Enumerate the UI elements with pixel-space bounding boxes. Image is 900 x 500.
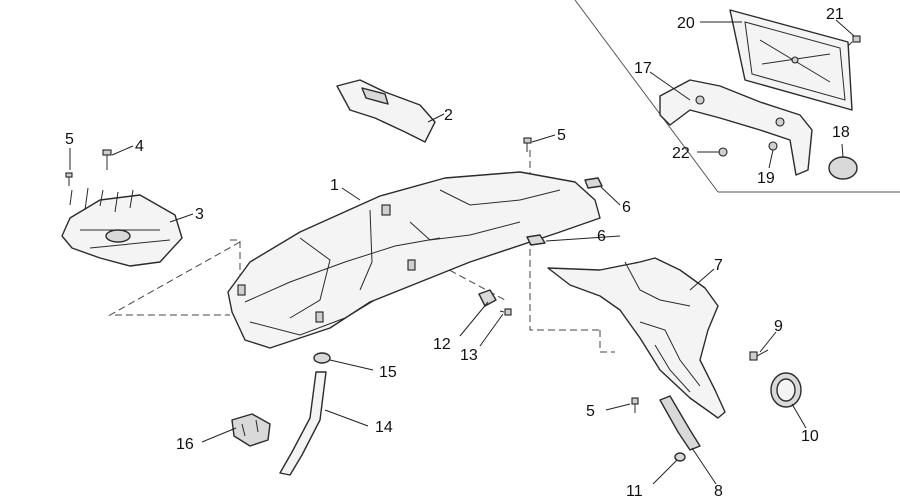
callout-21: 21 — [826, 6, 844, 23]
callout-13: 13 — [460, 347, 478, 364]
reflector-10 — [770, 372, 802, 408]
rear-cover-piece — [336, 79, 436, 143]
screw-21 — [847, 35, 861, 47]
callout-9: 9 — [774, 318, 783, 335]
cap-18 — [828, 156, 858, 180]
callout-1: 1 — [330, 177, 339, 194]
screw-5-center — [523, 137, 532, 152]
callout-6-upper: 6 — [622, 199, 631, 216]
rear-mudguard — [547, 257, 726, 419]
callout-18: 18 — [832, 124, 850, 141]
clip-6-upper — [584, 177, 603, 189]
leader-lines — [69, 19, 855, 485]
grommet-15 — [313, 352, 331, 364]
callout-10: 10 — [801, 428, 819, 445]
callout-3: 3 — [195, 206, 204, 223]
screw-13 — [499, 308, 512, 316]
plate-bracket-17 — [659, 79, 813, 176]
callout-16: 16 — [176, 436, 194, 453]
callout-11: 11 — [626, 483, 643, 500]
callout-14: 14 — [375, 419, 393, 436]
screw-4 — [102, 149, 112, 170]
screw-5-lower — [631, 397, 639, 413]
callout-5-left: 5 — [65, 131, 74, 148]
spacer-12 — [478, 289, 497, 307]
callout-7: 7 — [714, 257, 723, 274]
nut-19 — [768, 141, 778, 151]
callout-20: 20 — [677, 15, 695, 32]
callout-4: 4 — [135, 138, 144, 155]
callout-12: 12 — [433, 336, 451, 353]
screw-5-left — [65, 172, 73, 186]
screw-9 — [749, 349, 769, 361]
callout-6-lower: 6 — [597, 228, 606, 245]
callout-22: 22 — [672, 145, 690, 162]
inset-frame — [574, 0, 900, 193]
drain-hose-14 — [279, 371, 327, 476]
callout-labels: 1 2 3 4 5 5 5 6 6 7 8 9 10 11 12 13 14 1… — [65, 6, 850, 500]
callout-19: 19 — [757, 170, 775, 187]
reflector-bracket-8 — [659, 395, 701, 451]
rear-undertray — [227, 171, 601, 349]
clip-6-lower — [526, 234, 546, 246]
license-plate-holder-20 — [729, 9, 853, 111]
battery-tray — [61, 187, 183, 267]
callout-17: 17 — [634, 60, 652, 77]
callout-8: 8 — [714, 483, 723, 500]
callout-2: 2 — [444, 107, 453, 124]
callout-5-center: 5 — [557, 127, 566, 144]
clamp-16 — [231, 413, 271, 447]
nut-22 — [718, 147, 728, 157]
callout-15: 15 — [379, 364, 397, 381]
callout-5-lower: 5 — [586, 403, 595, 420]
nut-11 — [674, 452, 686, 462]
